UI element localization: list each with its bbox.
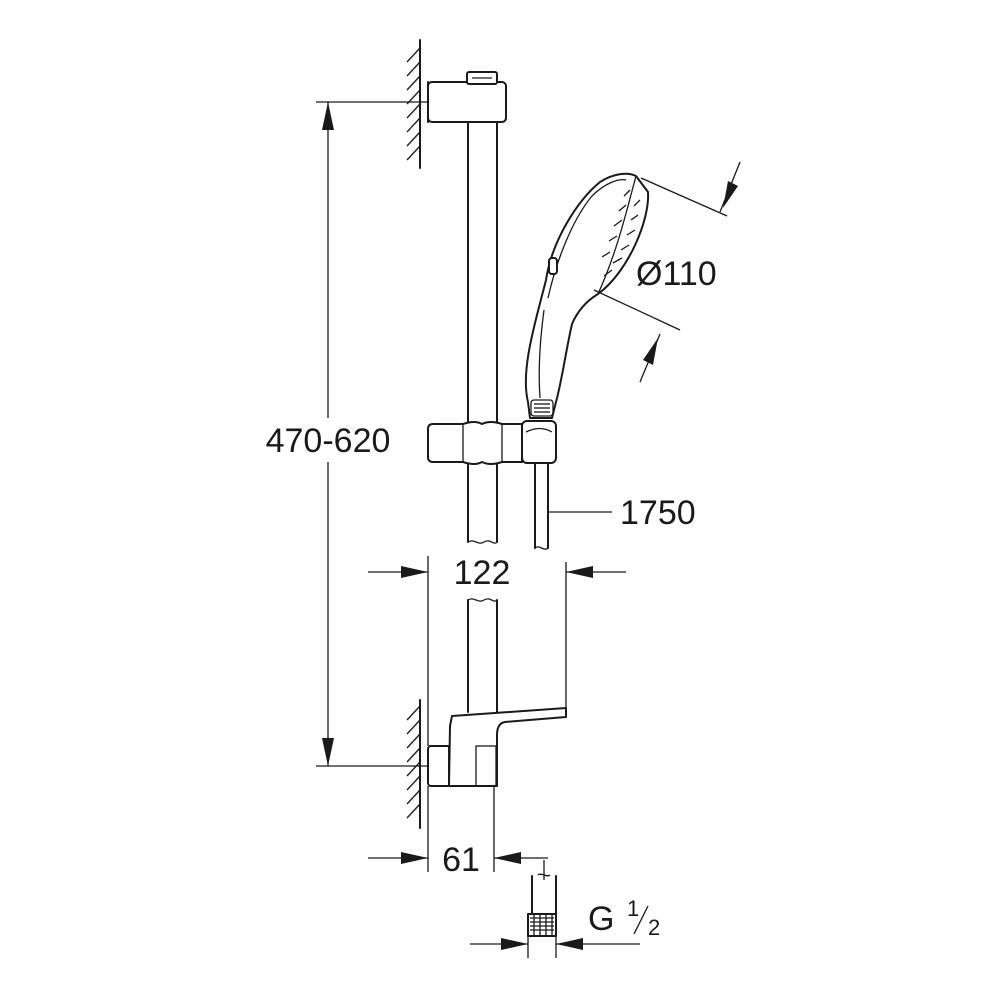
slide-rail: [467, 121, 498, 713]
head-diameter-label: Ø110: [636, 255, 717, 293]
thread-fitting: G 1 2: [470, 860, 660, 958]
shower-hose: [534, 461, 549, 550]
thread-denominator: 2: [648, 915, 660, 940]
slider-holder: [427, 420, 557, 465]
height-range-label: 470-620: [266, 422, 391, 460]
hose-length-dimension: 1750: [548, 494, 696, 532]
bracket-depth-label: 61: [442, 841, 480, 879]
thread-prefix-label: G: [588, 900, 614, 938]
upper-wall: [406, 39, 421, 169]
height-dimension: 470-620: [250, 101, 428, 767]
hose-length-label: 1750: [620, 494, 696, 532]
lower-wall-bracket: [427, 707, 567, 787]
lower-wall: [406, 699, 421, 829]
bracket-depth-dimension: 61: [368, 786, 548, 879]
top-wall-bracket: [427, 71, 507, 123]
projection-dimension: 122: [368, 554, 626, 746]
holder-projection-label: 122: [454, 554, 511, 592]
hand-shower: [524, 172, 650, 419]
thread-numerator: 1: [627, 896, 639, 921]
diameter-dimension: Ø110: [593, 161, 741, 383]
